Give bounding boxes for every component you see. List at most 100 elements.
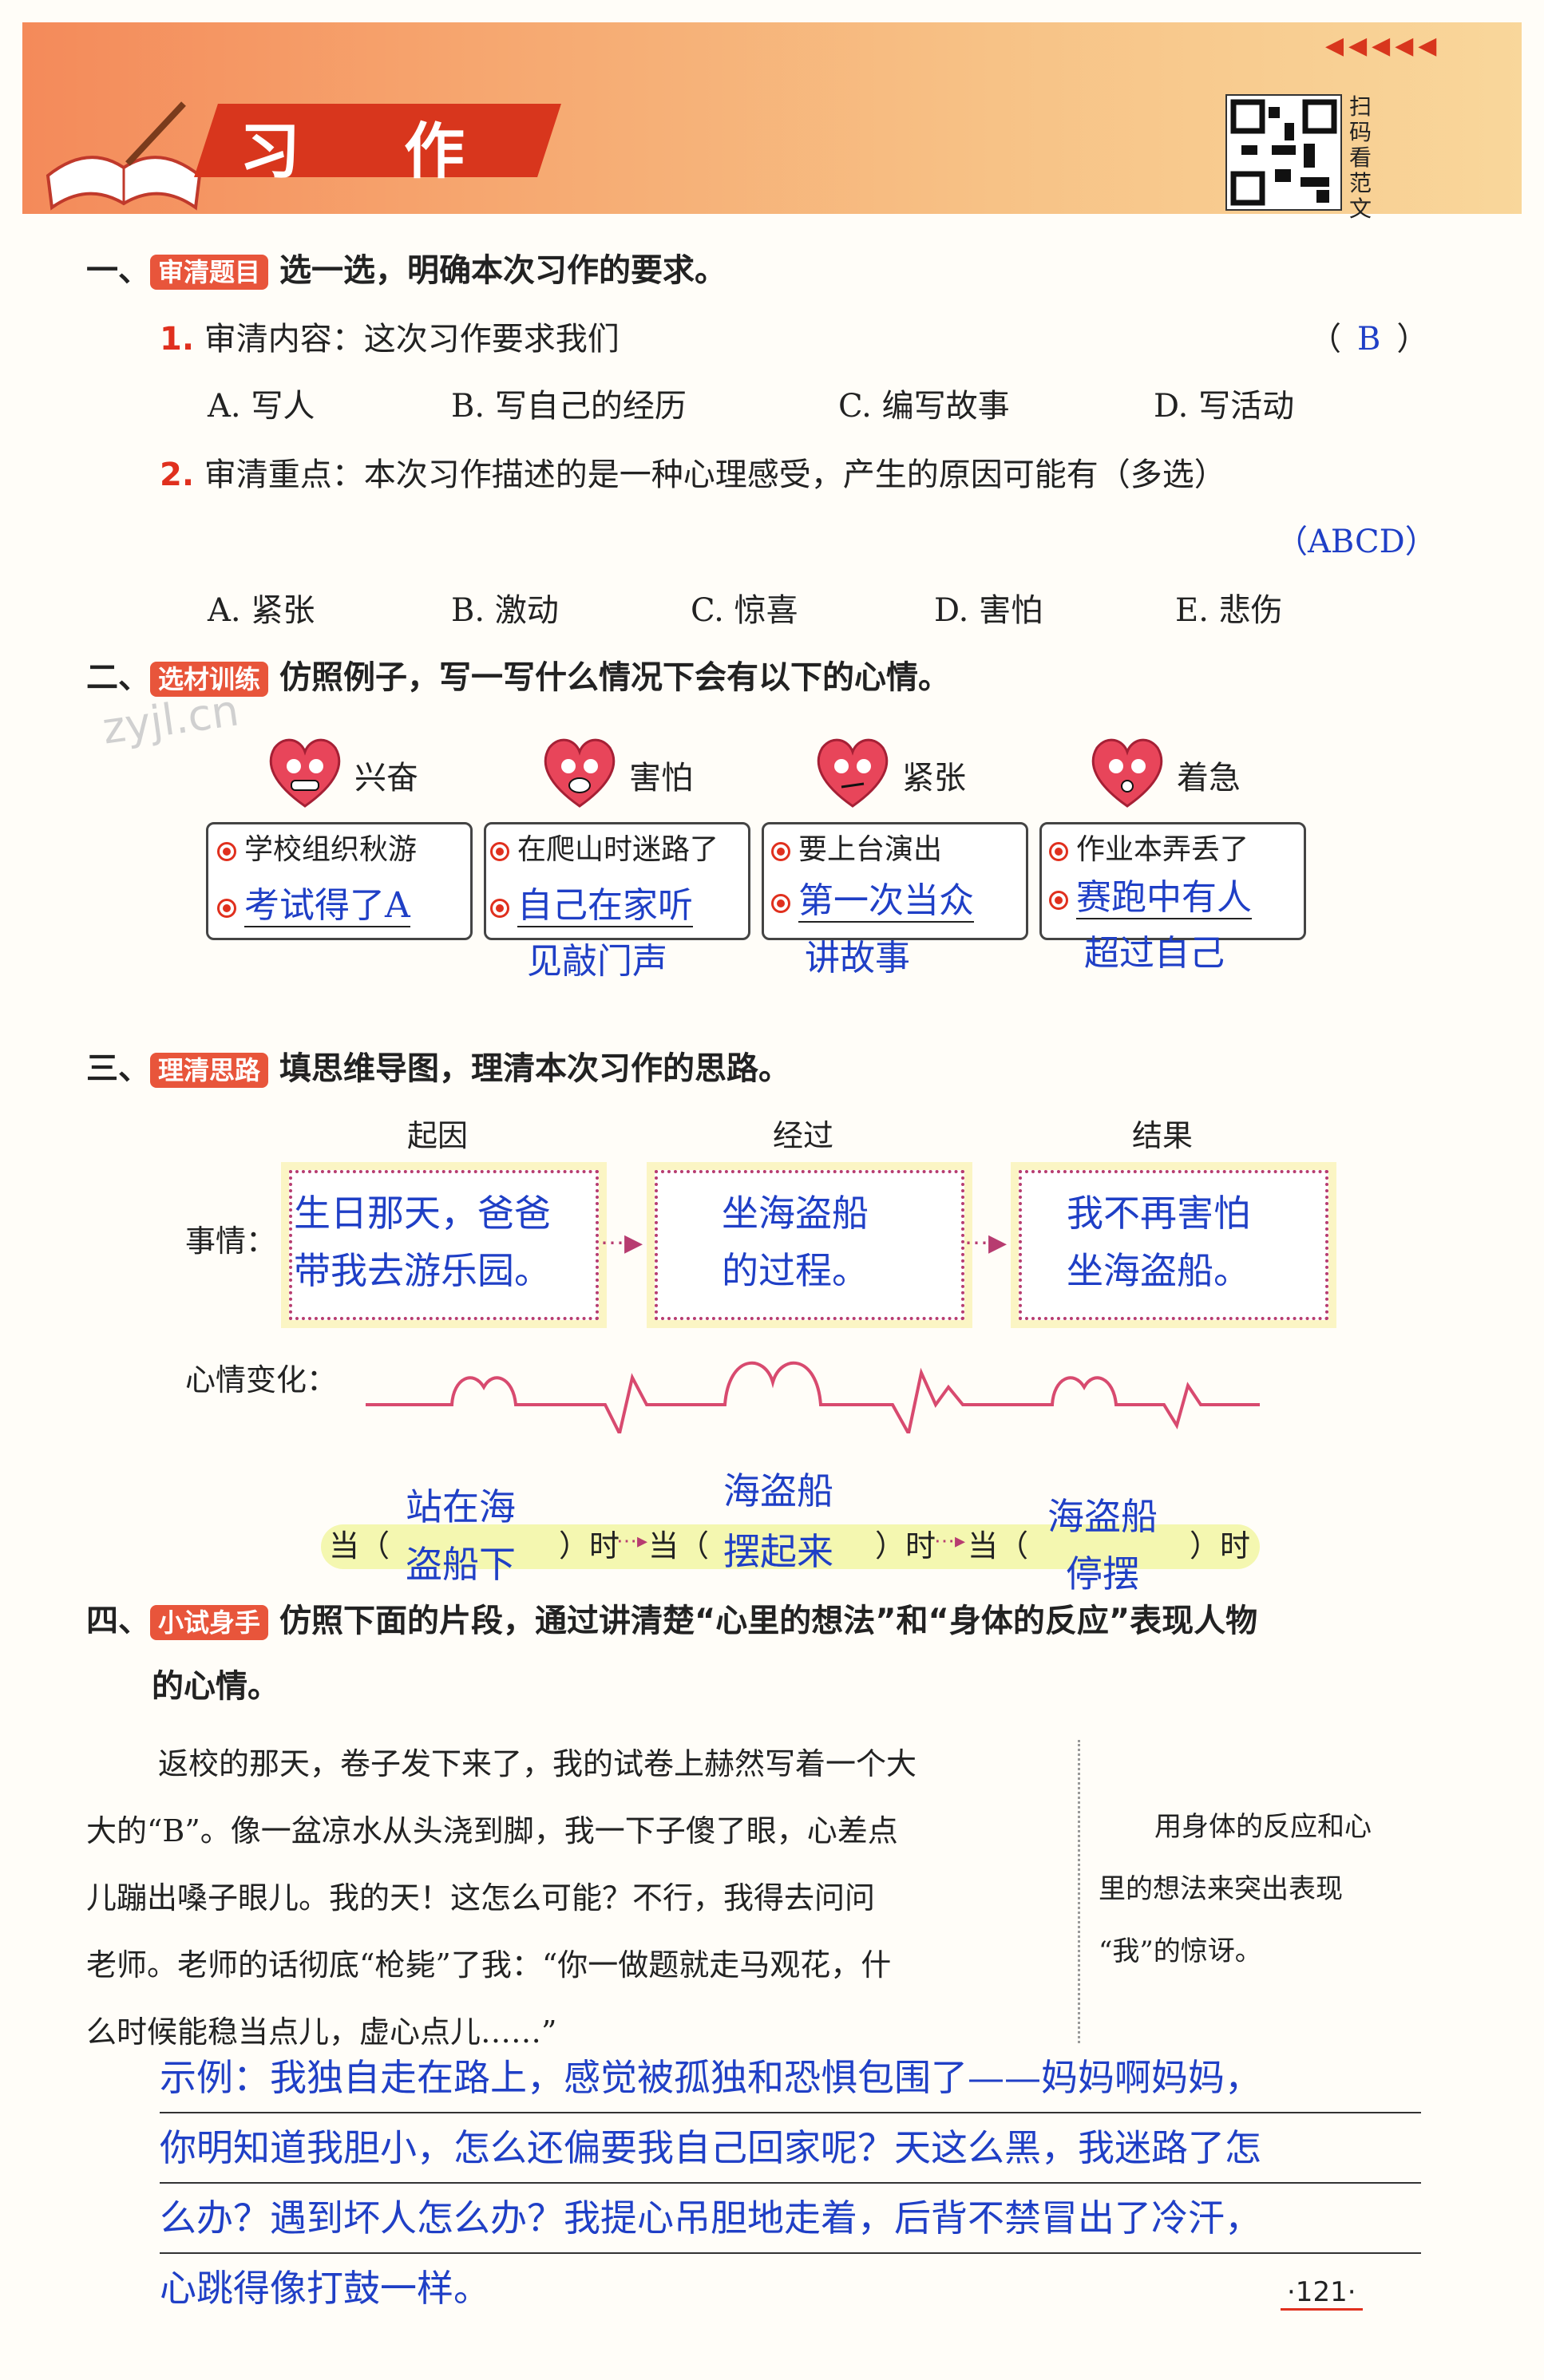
mood-change-label: 心情变化： (185, 1362, 338, 1398)
question1: 1. 审清内容：这次习作要求我们 (160, 319, 620, 359)
section4-number: 四、 (86, 1603, 150, 1639)
section3-heading: 三、理清思路 填思维导图，理清本次习作的思路。 (86, 1049, 790, 1089)
header-cause: 起因 (407, 1118, 469, 1153)
mindmap-box-process (647, 1162, 972, 1328)
section4-heading: 四、小试身手 仿照下面的片段，通过讲清楚“心里的想法”和“身体的反应”表现人物 (86, 1601, 1257, 1641)
mindmap-box-cause (281, 1162, 607, 1328)
section4-text-cont: 的心情。 (152, 1668, 279, 1705)
when2-answer: 海盗船摆起来 (723, 1469, 833, 1573)
section1-heading: 一、审清题目 选一选，明确本次习作的要求。 (86, 251, 726, 291)
card1-example: 学校组织秋游 (217, 830, 417, 870)
when2-pre: 当（ (648, 1528, 710, 1564)
card1-answer-text: 考试得了A (244, 885, 410, 927)
when-arrow-2-icon: ⋯▸ (934, 1529, 966, 1553)
section3-tag: 理清思路 (150, 1053, 269, 1088)
card3-answer-text: 第一次当众 (798, 880, 974, 923)
answer-b: B (1357, 321, 1381, 358)
arrows-decoration: ◀◀◀◀◀ (1325, 32, 1442, 60)
section2-number: 二、 (86, 659, 150, 696)
q2-option-e: E. 悲伤 (1175, 592, 1283, 629)
card-afraid (484, 822, 750, 940)
answer-line-1: 示例：我独自走在路上，感觉被孤独和恐惧包围了——妈妈啊妈妈， (160, 2043, 1421, 2113)
when3-answer: 海盗船停摆 (1047, 1495, 1158, 1595)
mood-excited (265, 736, 345, 811)
card-excited (206, 822, 473, 940)
mood-nervous (813, 736, 893, 811)
q1-option-b: B. 写自己的经历 (451, 388, 687, 425)
when3-post: ）时 (1190, 1528, 1251, 1564)
header-result: 结果 (1132, 1118, 1194, 1153)
mood-label-2: 害怕 (629, 760, 693, 797)
card1-answer: 考试得了A (217, 885, 410, 927)
when-row-background (321, 1524, 1260, 1569)
card2-answer-cont: 见敲门声 (527, 941, 667, 982)
header-process: 经过 (773, 1118, 834, 1153)
when3-pre: 当（ (968, 1528, 1029, 1564)
card3-example: 要上台演出 (771, 830, 942, 870)
arrow-2-icon: ⋯▶ (964, 1229, 1008, 1257)
section1-tag: 审清题目 (150, 255, 269, 290)
sample-passage: 返校的那天，卷子发下来了，我的试卷上赫然写着一个大 大的“B”。像一盆凉水从头浇… (86, 1730, 1068, 2066)
qr-code[interactable] (1225, 94, 1342, 211)
q2-option-b: B. 激动 (451, 592, 559, 629)
passage-line-1: 返校的那天，卷子发下来了，我的试卷上赫然写着一个大 (158, 1746, 917, 1781)
section2-text: 仿照例子，写一写什么情况下会有以下的心情。 (279, 659, 950, 696)
passage-line-2: 大的“B”。像一盆凉水从头浇到脚，我一下子傻了眼，心差点 (86, 1813, 898, 1848)
qr-label: 扫码看范文 (1349, 93, 1372, 222)
answer-line-3: 么办？遇到坏人怎么办？我提心吊胆地走着，后背不禁冒出了冷汗， (160, 2184, 1421, 2254)
mood-anxious (1087, 736, 1167, 811)
heartbeat-line-icon (366, 1361, 1260, 1433)
card4-example: 作业本弄丢了 (1049, 830, 1249, 870)
mood-label-1: 兴奋 (354, 760, 418, 797)
section4-tag: 小试身手 (150, 1605, 269, 1640)
section4-text: 仿照下面的片段，通过讲清楚“心里的想法”和“身体的反应”表现人物 (279, 1603, 1258, 1639)
mood-label-4: 着急 (1177, 760, 1241, 797)
when1-pre: 当（ (329, 1528, 390, 1564)
passage-line-5: 么时候能稳当点儿，虚心点儿……” (86, 2014, 557, 2050)
nervous-face-icon (817, 738, 889, 808)
passage-line-3: 儿蹦出嗓子眼儿。我的天！这怎么可能？不行，我得去问问 (86, 1880, 876, 1915)
card4-answer-text: 赛跑中有人 (1076, 877, 1252, 919)
q1-option-a: A. 写人 (208, 388, 315, 425)
section3-text: 填思维导图，理清本次习作的思路。 (279, 1050, 790, 1087)
card2-answer-text: 自己在家听 (517, 885, 693, 927)
answer-paragraph: 示例：我独自走在路上，感觉被孤独和恐惧包围了——妈妈啊妈妈， 你明知道我胆小，怎… (160, 2043, 1421, 2323)
book-pen-icon (46, 101, 202, 211)
section2-heading: 二、选材训练 仿照例子，写一写什么情况下会有以下的心情。 (86, 658, 950, 698)
q1-option-d: D. 写活动 (1154, 388, 1295, 425)
card3-answer: 第一次当众 (771, 880, 974, 923)
card2-example: 在爬山时迷路了 (490, 830, 719, 870)
question2-text: 审清重点：本次习作描述的是一种心理感受，产生的原因可能有（多选） (204, 457, 1226, 493)
passage-line-4: 老师。老师的话彻底“枪毙”了我：“你一做题就走马观花，什 (86, 1947, 892, 1983)
question2-answer: （ABCD） (1276, 524, 1437, 560)
card-anxious (1039, 822, 1306, 940)
side-note: 用身体的反应和心 里的想法来突出表现 “我”的惊讶。 (1099, 1811, 1372, 1967)
page-title: 习作 (240, 116, 568, 187)
q2-option-d: D. 害怕 (934, 592, 1043, 629)
q2-option-a: A. 紧张 (208, 592, 315, 629)
when2-post: ）时 (875, 1528, 936, 1564)
question1-answer: （B） (1309, 321, 1429, 358)
events-label: 事情： (185, 1224, 277, 1259)
question2: 2. 审清重点：本次习作描述的是一种心理感受，产生的原因可能有（多选） (160, 455, 1226, 495)
section1-number: 一、 (86, 252, 150, 289)
card4-answer-cont: 超过自己 (1084, 933, 1225, 974)
question2-number: 2. (160, 457, 195, 493)
card3-answer-cont: 讲故事 (805, 938, 910, 978)
answer-line-2: 你明知道我胆小，怎么还偏要我自己回家呢？天这么黑，我迷路了怎 (160, 2113, 1421, 2184)
when1-post: ）时 (559, 1528, 620, 1564)
mood-afraid (540, 736, 620, 811)
question1-text: 审清内容：这次习作要求我们 (204, 321, 620, 358)
card2-answer: 自己在家听 (490, 885, 693, 927)
answer-line-4: 心跳得像打鼓一样。 (160, 2267, 490, 2310)
note-divider (1078, 1740, 1080, 2043)
q2-option-c: C. 惊喜 (691, 592, 798, 629)
afraid-face-icon (544, 738, 616, 808)
question1-number: 1. (160, 321, 195, 358)
mindmap-box-result (1011, 1162, 1336, 1328)
card-nervous (762, 822, 1028, 940)
mood-label-3: 紧张 (902, 760, 966, 797)
excited-face-icon (269, 738, 341, 808)
section3-number: 三、 (86, 1050, 150, 1087)
section1-text: 选一选，明确本次习作的要求。 (279, 252, 726, 289)
